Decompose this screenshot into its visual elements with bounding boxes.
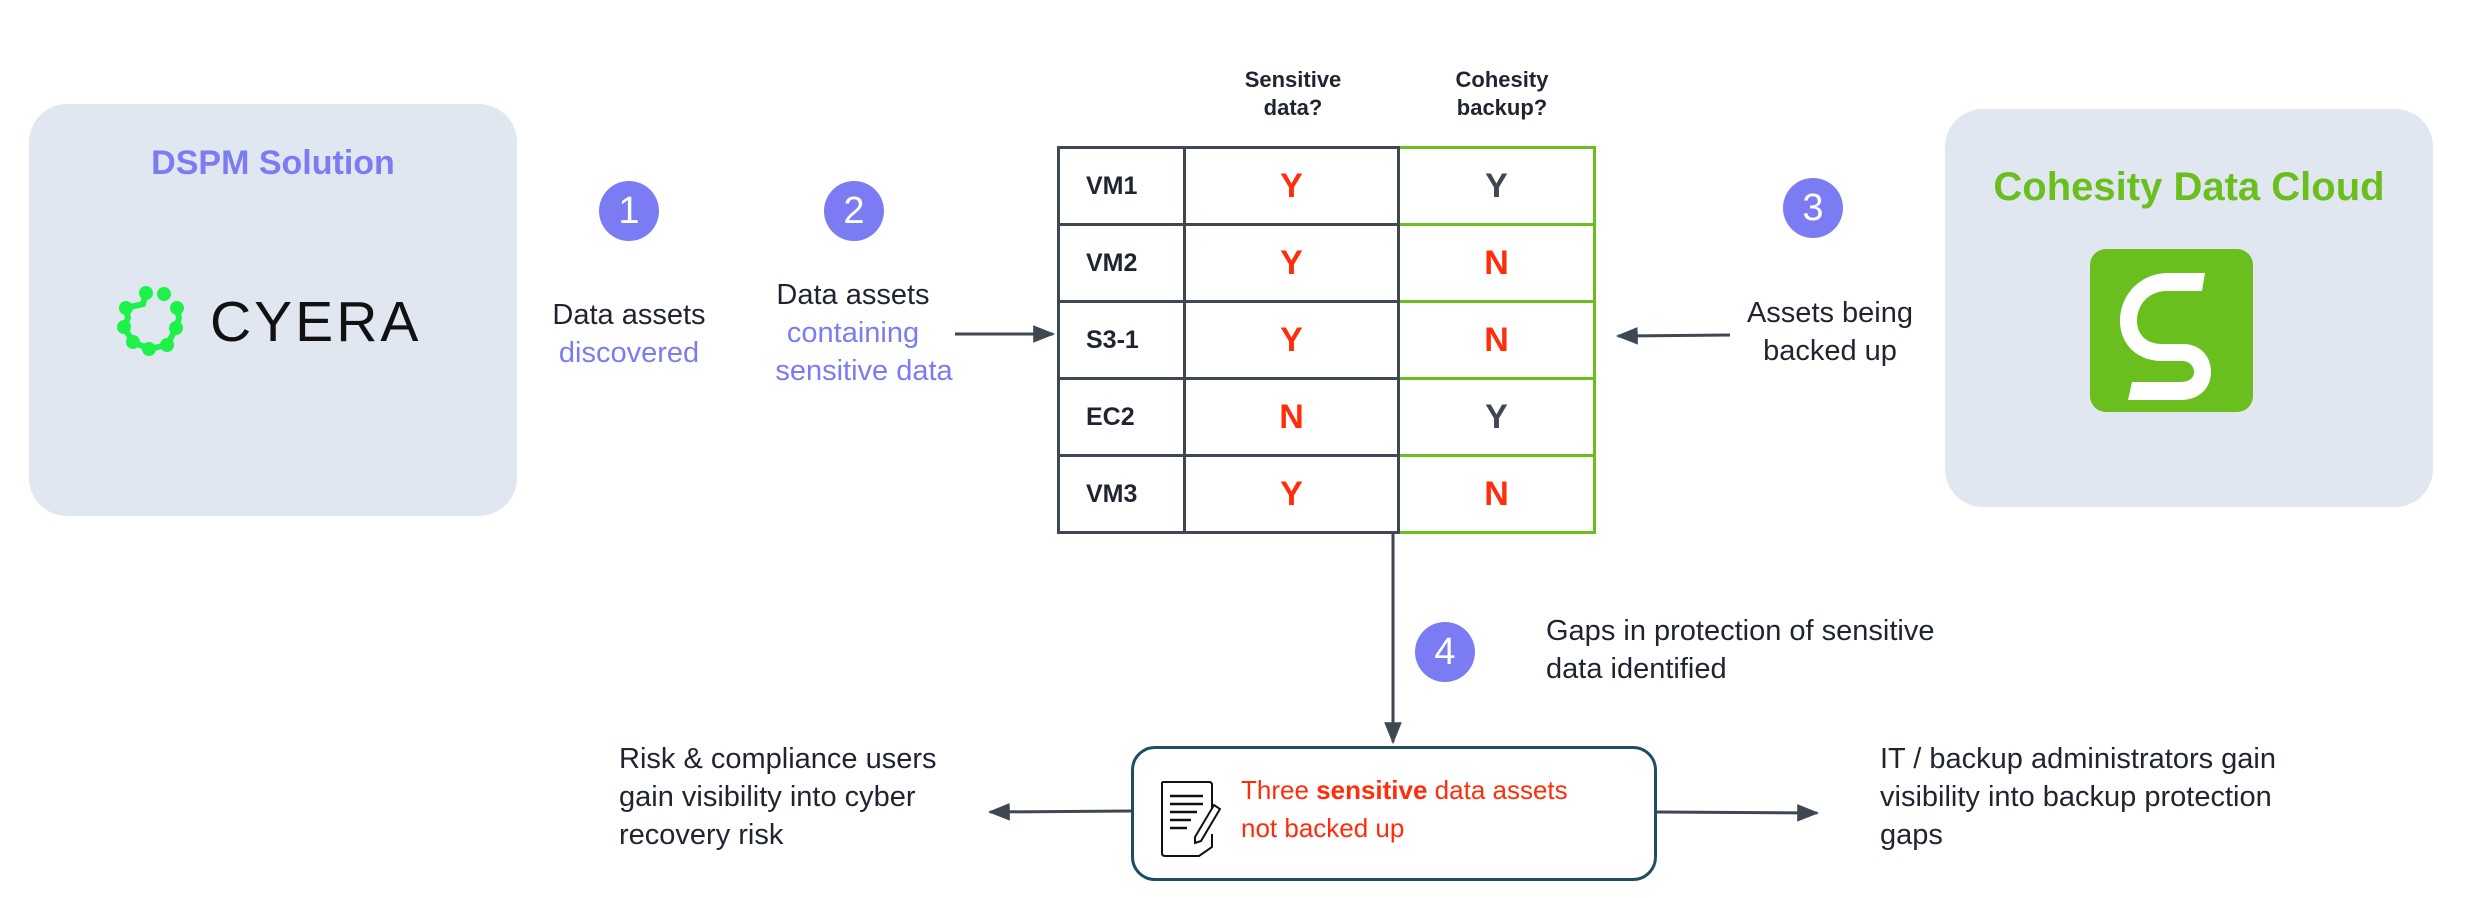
sensitive-data-cell: Y	[1183, 300, 1400, 380]
it-outcome-line2: visibility into backup protection	[1880, 781, 2272, 813]
risk-outcome-line2: gain visibility into cyber	[619, 781, 916, 813]
document-edit-icon	[1161, 781, 1221, 857]
step-2-label-line2: containing	[786, 317, 920, 349]
step-1-label-line1: Data assets	[552, 299, 706, 331]
cyera-ring-icon	[117, 286, 184, 356]
cohesity-s-icon	[2120, 273, 2211, 400]
backup-status-cell: N	[1397, 300, 1596, 380]
step-2-badge: 2	[824, 181, 884, 241]
backup-status-cell: N	[1397, 454, 1596, 534]
backup-status-cell: Y	[1397, 377, 1596, 457]
cohesity-logo	[2090, 249, 2253, 412]
step-3-label: Assets being backed up	[1730, 294, 1930, 370]
asset-name-cell: S3-1	[1057, 300, 1186, 380]
step-2-label-line1: Data assets	[776, 279, 930, 311]
cyera-logo: CYERA	[115, 286, 418, 358]
result-message: Three sensitive data assets not backed u…	[1241, 771, 1641, 847]
step-1-label: Data assets discovered	[529, 296, 729, 372]
header-cohesity-backup: Cohesity backup?	[1402, 66, 1602, 122]
step-2-label-line3: sensitive data	[775, 355, 953, 387]
result-line2: not backed up	[1241, 813, 1405, 843]
it-outcome-line3: gaps	[1880, 819, 1943, 851]
cohesity-data-cloud-panel: Cohesity Data Cloud	[1945, 109, 2433, 507]
cyera-wordmark: CYERA	[210, 290, 422, 354]
asset-name-cell: VM1	[1057, 146, 1186, 226]
backup-status-cell: Y	[1397, 146, 1596, 226]
it-admin-outcome: IT / backup administrators gain visibili…	[1880, 740, 2340, 854]
sensitive-data-cell: Y	[1183, 146, 1400, 226]
step-1-badge: 1	[599, 181, 659, 241]
header-sensitive-line1: Sensitive	[1244, 67, 1342, 92]
header-sensitive-data: Sensitive data?	[1193, 66, 1393, 122]
asset-name-cell: VM3	[1057, 454, 1186, 534]
backup-status-cell: N	[1397, 223, 1596, 303]
step-4-label: Gaps in protection of sensitive data ide…	[1546, 612, 2026, 688]
risk-outcome-line3: recovery risk	[619, 819, 784, 851]
step-2-label: Data assets containing sensitive data	[754, 276, 974, 390]
step-4-badge: 4	[1415, 622, 1475, 682]
sensitive-data-cell: Y	[1183, 454, 1400, 534]
result-suffix: data assets	[1427, 775, 1568, 805]
cohesity-panel-title: Cohesity Data Cloud	[1993, 165, 2385, 209]
asset-name-cell: VM2	[1057, 223, 1186, 303]
arrow-result-to-it	[1656, 804, 1820, 822]
result-bold-word: sensitive	[1316, 775, 1428, 805]
dspm-solution-panel: DSPM Solution CYERA	[29, 104, 517, 516]
arrow-result-to-risk	[987, 803, 1132, 821]
arrow-step3-to-table	[1615, 327, 1731, 345]
sensitive-data-cell: N	[1183, 377, 1400, 457]
result-box: Three sensitive data assets not backed u…	[1131, 746, 1657, 881]
step-3-label-line1: Assets being	[1746, 297, 1914, 329]
step-4-label-line2: data identified	[1546, 653, 1727, 685]
dspm-panel-title: DSPM Solution	[151, 144, 395, 182]
risk-compliance-outcome: Risk & compliance users gain visibility …	[619, 740, 999, 854]
header-backup-line2: backup?	[1456, 95, 1548, 120]
sensitive-data-cell: Y	[1183, 223, 1400, 303]
result-prefix: Three	[1241, 775, 1317, 805]
step-4-label-line1: Gaps in protection of sensitive	[1546, 615, 1935, 647]
header-sensitive-line2: data?	[1263, 95, 1323, 120]
step-1-label-line2: discovered	[558, 337, 700, 369]
step-3-label-line2: backed up	[1763, 335, 1897, 367]
header-backup-line1: Cohesity	[1455, 67, 1549, 92]
risk-outcome-line1: Risk & compliance users	[619, 743, 937, 775]
step-3-badge: 3	[1783, 178, 1843, 238]
it-outcome-line1: IT / backup administrators gain	[1880, 743, 2276, 775]
asset-name-cell: EC2	[1057, 377, 1186, 457]
